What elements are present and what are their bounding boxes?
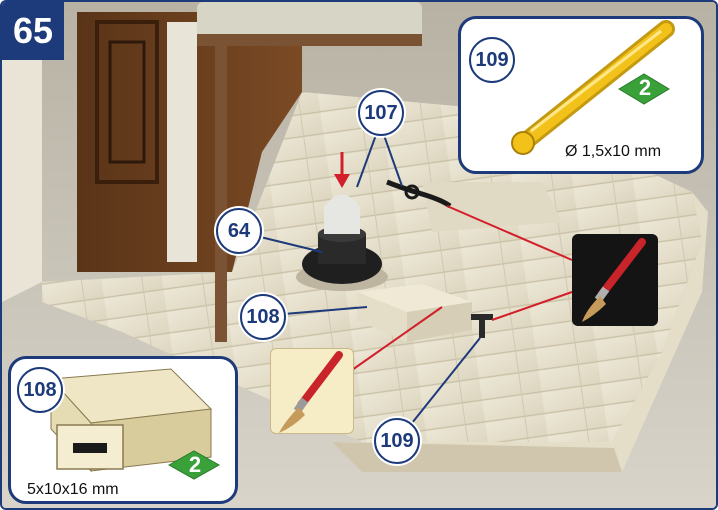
inset-block-panel: 108 2 5x10x16 mm <box>8 356 238 504</box>
pin-109-top <box>471 314 493 320</box>
post <box>215 32 227 342</box>
callout-109: 109 <box>374 418 420 464</box>
inset-rod-part: 109 <box>469 37 515 83</box>
step-number: 65 <box>2 2 64 60</box>
inset-rod-qty: 2 <box>626 75 664 101</box>
glue-brush-dark <box>572 234 658 326</box>
paintbrush-light-icon <box>271 349 355 435</box>
callout-107: 107 <box>358 90 404 136</box>
callout-108: 108 <box>240 294 286 340</box>
paintbrush-dark-icon <box>572 234 658 326</box>
cabin-wall <box>2 22 42 302</box>
inset-rod-panel: 109 2 Ø 1,5x10 mm <box>458 16 704 174</box>
inset-block-dimension: 5x10x16 mm <box>27 481 119 499</box>
pin-109-stem <box>479 320 485 338</box>
roof-bar <box>197 34 422 46</box>
inset-rod-dimension: Ø 1,5x10 mm <box>565 143 661 161</box>
glue-brush-light <box>270 348 354 434</box>
cabin-window <box>167 22 197 262</box>
inset-block-qty: 2 <box>176 452 214 478</box>
callout-64: 64 <box>216 208 262 254</box>
inset-block-part: 108 <box>17 367 63 413</box>
